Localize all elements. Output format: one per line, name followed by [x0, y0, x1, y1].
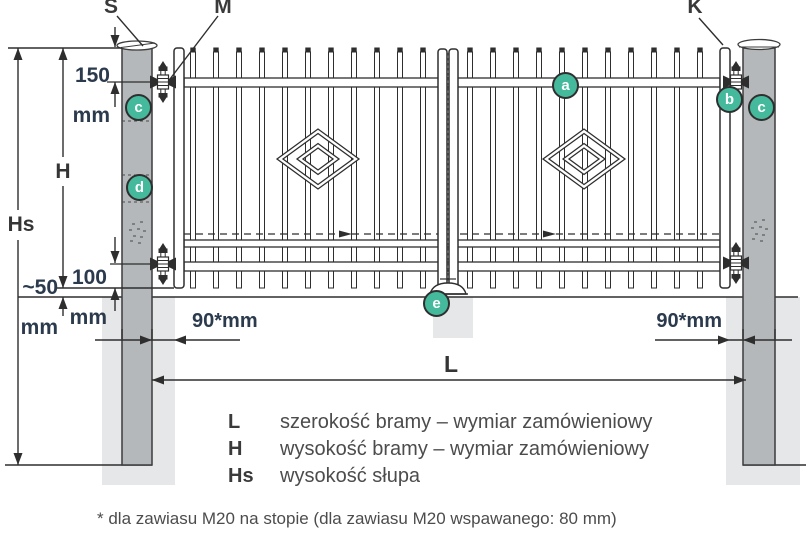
legend-symbol-L: L: [228, 411, 241, 433]
dim-50mm-value: ~50: [22, 276, 58, 299]
dim-90mm-right: 90*mm: [656, 310, 722, 332]
callout-leaders: [116, 15, 724, 80]
legend-symbol-Hs: Hs: [228, 465, 254, 487]
diamond-ornament-left: [275, 128, 361, 190]
callout-k: K: [687, 0, 703, 18]
callout-m: M: [214, 0, 232, 18]
legend-text-L: szerokość bramy – wymiar zamówieniowy: [280, 411, 653, 433]
dim-150mm: 150 mm: [58, 46, 110, 126]
badge-b: b: [716, 86, 743, 113]
hinge-top-left: [149, 60, 177, 104]
badge-c-left: c: [125, 94, 152, 121]
dimension-arrowheads: [13, 35, 755, 465]
badge-e: e: [423, 290, 450, 317]
legend: L szerokość bramy – wymiar zamówieniowy …: [228, 409, 652, 490]
legend-row-L: L szerokość bramy – wymiar zamówieniowy: [228, 409, 652, 436]
legend-row-H: H wysokość bramy – wymiar zamówieniowy: [228, 436, 652, 463]
dim-100mm: 100 mm: [55, 248, 107, 328]
leader-k: [698, 17, 724, 46]
leader-s: [116, 15, 144, 47]
dim-50mm-unit: mm: [20, 316, 58, 339]
dim-label-Hs: Hs: [5, 213, 37, 237]
right-post-cap: [737, 38, 781, 51]
leader-m: [169, 15, 219, 80]
dim-150mm-value: 150: [74, 64, 110, 87]
diamond-ornament-right: [541, 128, 627, 190]
dim-150mm-unit: mm: [72, 104, 110, 127]
legend-text-Hs: wysokość słupa: [280, 465, 421, 487]
badge-c-right: c: [748, 94, 775, 121]
gate-frame: [173, 47, 731, 291]
dim-label-L: L: [440, 351, 462, 378]
legend-symbol-H: H: [228, 438, 243, 460]
badge-a: a: [552, 72, 579, 99]
dim-label-H: H: [52, 160, 74, 184]
footnote: * dla zawiasu M20 na stopie (dla zawiasu…: [97, 509, 617, 528]
legend-row-Hs: Hs wysokość słupa: [228, 463, 652, 490]
badge-d: d: [126, 174, 153, 201]
gate-frame-left: [173, 47, 185, 289]
dim-100mm-unit: mm: [69, 306, 107, 329]
gate-frame-center-right: [448, 48, 459, 291]
legend-text-H: wysokość bramy – wymiar zamówieniowy: [280, 438, 649, 460]
gate-frame-center-left: [437, 48, 448, 291]
hinge-bottom-left: [149, 242, 177, 286]
dim-90mm-left: 90*mm: [192, 310, 258, 332]
dim-100mm-value: 100: [71, 266, 107, 289]
dimension-lines: [17, 27, 792, 465]
dim-50mm: ~50 mm: [6, 258, 58, 338]
callout-s: S: [103, 0, 118, 18]
